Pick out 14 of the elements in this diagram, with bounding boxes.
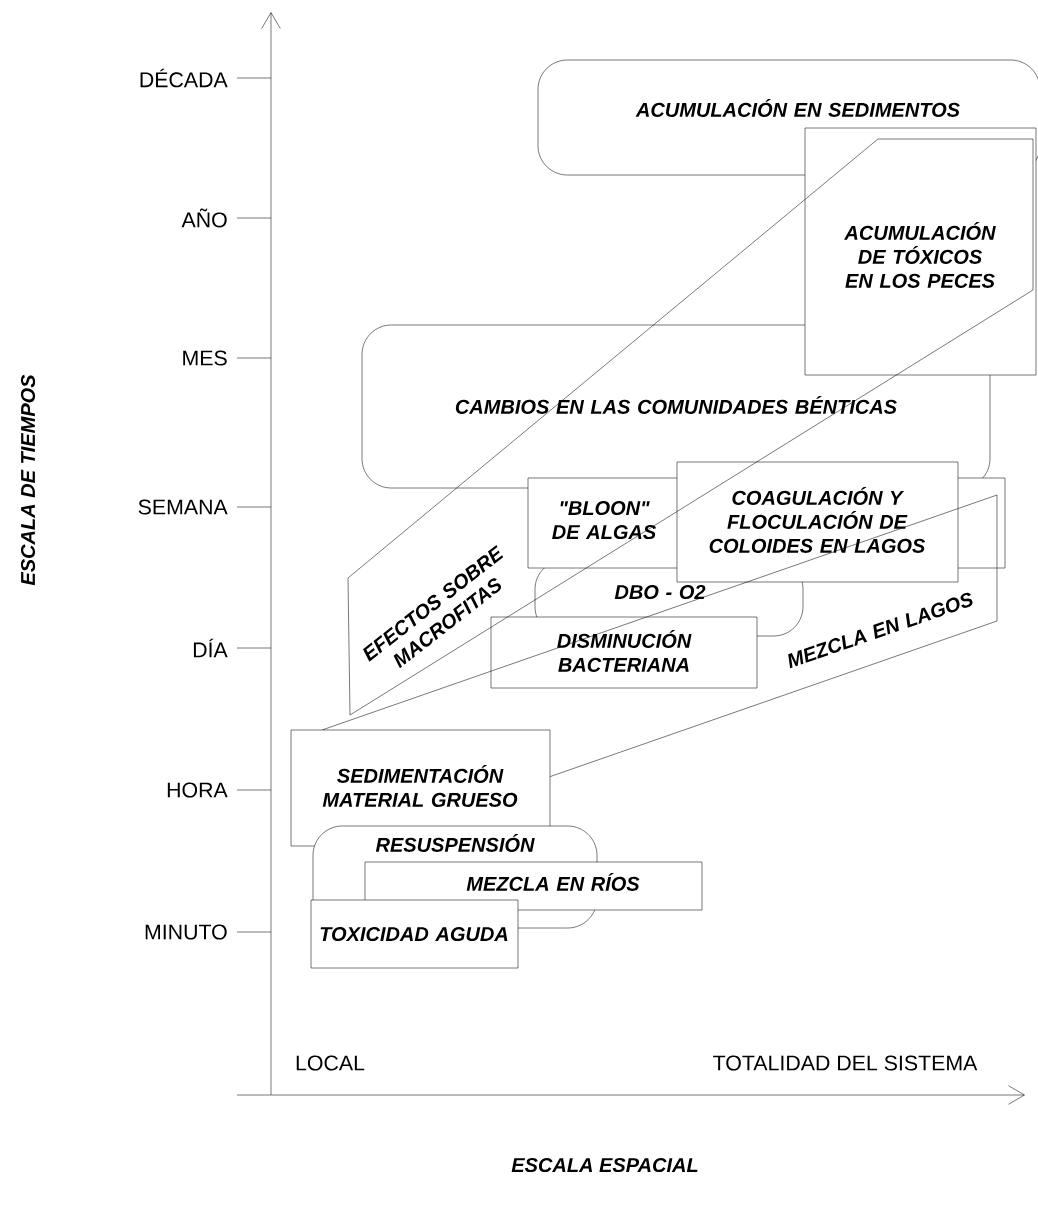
axis-label: DÍA (193, 638, 228, 658)
axis-label: HORA (167, 782, 228, 798)
axis-label: DÉCADA (140, 68, 228, 88)
axis-label: AÑO (181, 208, 227, 228)
process-box: TOXICIDAD AGUDA (310, 899, 519, 969)
axis-title: ESCALA DE TIEMPOS (20, 374, 36, 586)
axis-label: SEMANA (138, 499, 228, 515)
axis-label: LOCAL (296, 1055, 365, 1071)
axis-label: MES (183, 350, 227, 366)
process-box: COAGULACIÓN Y FLOCULACIÓN DE COLOIDES EN LAGOS (676, 461, 959, 583)
axis-label: MINUTO (145, 924, 227, 940)
process-box: MEZCLA EN RÍOS (364, 861, 703, 911)
axis-label: TOTALIDAD DEL SISTEMA (713, 1055, 978, 1071)
axis-title: ESCALA ESPACIAL (511, 1157, 698, 1173)
